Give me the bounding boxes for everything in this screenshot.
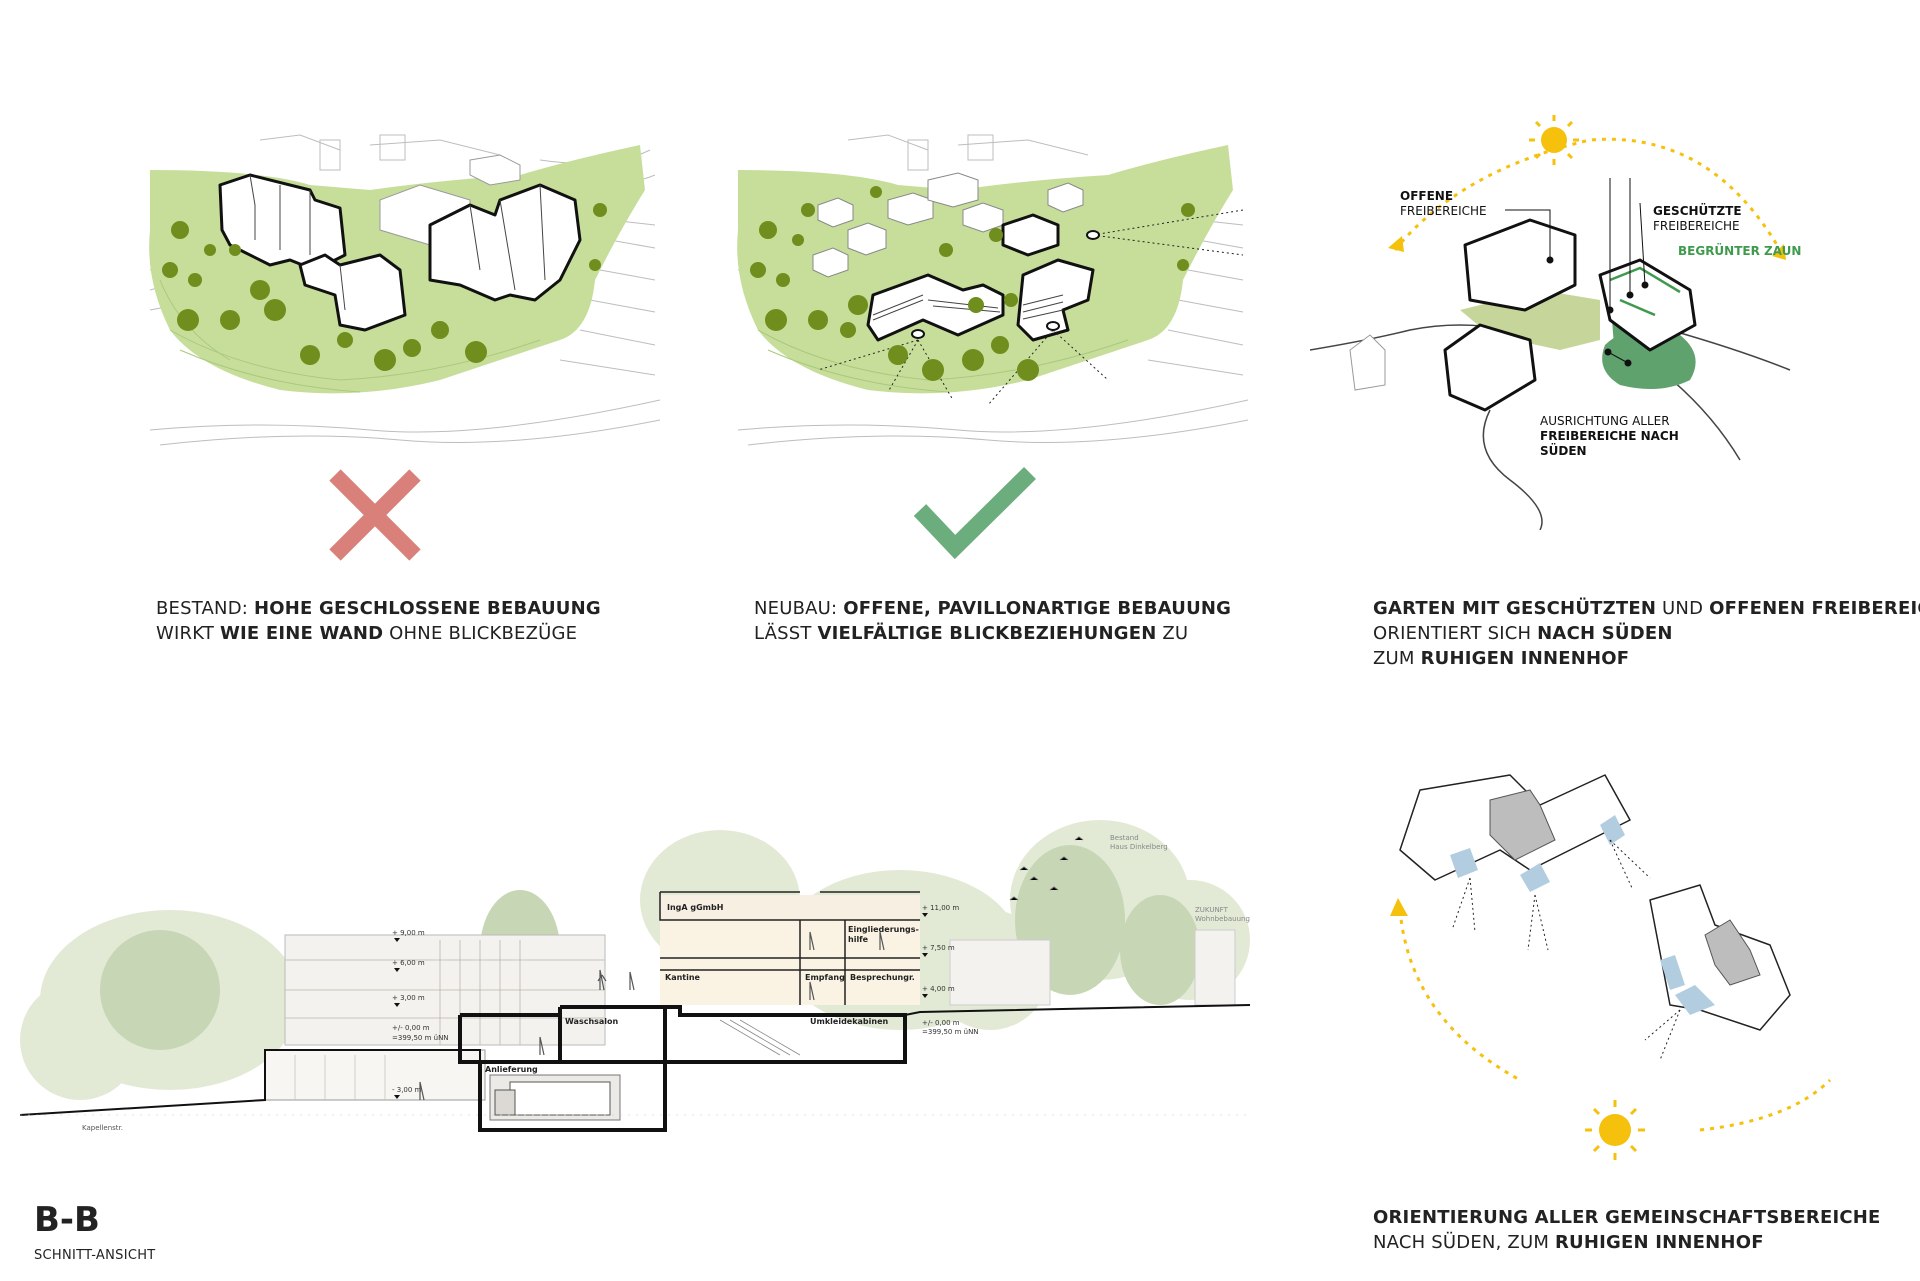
label-ausrichtung-3: SÜDEN: [1540, 443, 1587, 458]
label-ausrichtung-2: FREIBEREICHE NACH: [1540, 429, 1679, 443]
caption-new-line2: LÄSST VIELFÄLTIGE BLICKBEZIEHUNGEN ZU: [754, 623, 1189, 644]
site-plan-existing: [140, 130, 661, 450]
caption-existing: BESTAND: HOHE GESCHLOSSENE BEBAUUNG WIRK…: [156, 596, 601, 646]
caption-existing-line1: BESTAND: HOHE GESCHLOSSENE BEBAUUNG: [156, 598, 601, 619]
site-plan-new-drawing: [737, 134, 1249, 446]
level-left-5: - 3,00 m: [392, 1086, 422, 1094]
room-inga: IngA gGmbH: [667, 903, 723, 912]
label-ausrichtung-1: AUSRICHTUNG ALLER: [1540, 414, 1670, 428]
label-street: Kapellenstr.: [82, 1124, 123, 1132]
orientation-diagram-drawing: [1390, 774, 1832, 1160]
caption-garden-line1: GARTEN MIT GESCHÜTZTEN UND OFFENEN FREIB…: [1373, 598, 1920, 619]
room-kantine: Kantine: [665, 973, 701, 982]
room-empfang: Empfang: [805, 973, 845, 982]
level-right-1: + 7,50 m: [922, 944, 955, 952]
caption-existing-line2: WIRKT WIE EINE WAND OHNE BLICKBEZÜGE: [156, 623, 578, 644]
room-umkleide: Umkleidekabinen: [810, 1017, 889, 1026]
room-eingliederung-1: Eingliederungs-: [848, 925, 919, 934]
orientation-diagram: [1370, 760, 1850, 1180]
room-waschsalon: Waschsalon: [565, 1017, 619, 1026]
room-besprechung: Besprechungr.: [850, 973, 915, 982]
label-bestand-1: Bestand: [1110, 834, 1139, 842]
cross-mark-icon: [329, 469, 421, 561]
label-geschuetzte-1: GESCHÜTZTE: [1653, 203, 1742, 218]
site-plan-new: [728, 130, 1249, 450]
section-subtitle: SCHNITT-ANSICHT: [34, 1248, 156, 1263]
caption-garden: GARTEN MIT GESCHÜTZTEN UND OFFENEN FREIB…: [1373, 596, 1920, 671]
level-right-0: + 11,00 m: [922, 904, 959, 912]
label-bestand-2: Haus Dinkelberg: [1110, 843, 1168, 851]
room-eingliederung-2: hilfe: [848, 935, 869, 944]
level-left-1: + 6,00 m: [392, 959, 425, 967]
caption-new-line1: NEUBAU: OFFENE, PAVILLONARTIGE BEBAUUNG: [754, 598, 1232, 619]
label-offene-2: FREIBEREICHE: [1400, 204, 1487, 218]
caption-new: NEUBAU: OFFENE, PAVILLONARTIGE BEBAUUNG …: [754, 596, 1231, 646]
label-offene-1: OFFENE: [1400, 189, 1453, 203]
label-zukunft-1: ZUKUNFT: [1195, 906, 1229, 914]
check-mark-icon: [913, 466, 1036, 560]
level-right-3: +/- 0,00 m: [922, 1019, 960, 1027]
room-anlieferung: Anlieferung: [485, 1065, 538, 1074]
caption-orientation-line1: ORIENTIERUNG ALLER GEMEINSCHAFTSBEREICHE: [1373, 1207, 1881, 1228]
label-zukunft-2: Wohnbebauung: [1195, 915, 1250, 923]
level-right-2: + 4,00 m: [922, 985, 955, 993]
sun-icon-orientation: [1585, 1100, 1645, 1160]
garden-diagram-drawing: OFFENE FREIBEREICHE GESCHÜTZTE FREIBEREI…: [1309, 115, 1801, 531]
cross-mark: [325, 465, 425, 565]
caption-garden-line2: ORIENTIERT SICH NACH SÜDEN: [1373, 623, 1673, 644]
caption-orientation: ORIENTIERUNG ALLER GEMEINSCHAFTSBEREICHE…: [1373, 1205, 1881, 1255]
level-right-4: =399,50 m üNN: [922, 1028, 979, 1036]
site-plan-existing-drawing: [149, 134, 661, 446]
level-left-3: +/- 0,00 m: [392, 1024, 430, 1032]
level-left-2: + 3,00 m: [392, 994, 425, 1002]
section-drawing-svg: Bestand Haus Dinkelberg ZUKUNFT Wohnbeba…: [19, 820, 1251, 1132]
section-drawing: Bestand Haus Dinkelberg ZUKUNFT Wohnbeba…: [19, 800, 1251, 1160]
caption-garden-line3: ZUM RUHIGEN INNENHOF: [1373, 648, 1630, 669]
section-title: B-B: [34, 1200, 100, 1240]
level-left-0: + 9,00 m: [392, 929, 425, 937]
label-zaun: BEGRÜNTER ZAUN: [1678, 243, 1801, 258]
garden-diagram: OFFENE FREIBEREICHE GESCHÜTZTE FREIBEREI…: [1309, 110, 1810, 531]
check-mark: [910, 465, 1040, 565]
label-geschuetzte-2: FREIBEREICHE: [1653, 219, 1740, 233]
sun-icon: [1529, 115, 1579, 165]
level-left-4: =399,50 m üNN: [392, 1034, 449, 1042]
caption-orientation-line2: NACH SÜDEN, ZUM RUHIGEN INNENHOF: [1373, 1232, 1764, 1253]
